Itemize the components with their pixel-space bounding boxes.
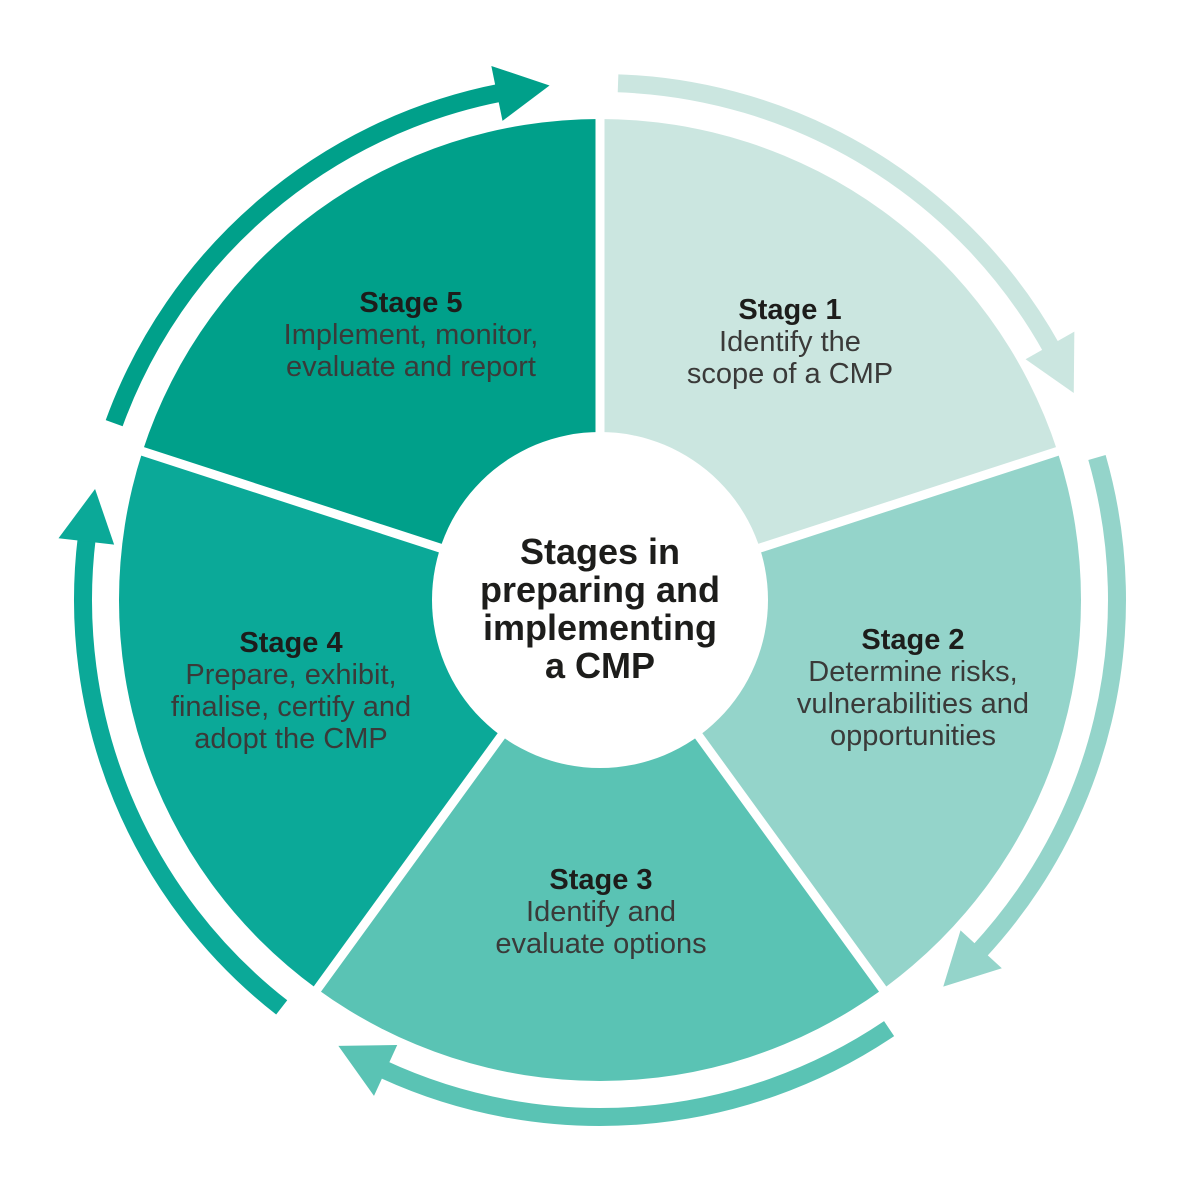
stage-5-label: Stage 5 Implement, monitor, evaluate and… [284,287,539,383]
stage-3-label: Stage 3 Identify and evaluate options [495,864,706,960]
stage-4-description-line: adopt the CMP [194,723,388,755]
stage-4-description-line: finalise, certify and [170,691,412,723]
slice-divider [678,710,890,997]
stage-1-description-line: scope of a CMP [686,358,894,390]
stage-1-arrow-head-icon [1025,331,1075,394]
stage-2-heading: Stage 2 [861,624,965,656]
stage-2-description-line: Determine risks, [808,656,1018,688]
diagram-title: Stages in preparing and implementing a C… [480,533,720,685]
stage-4-label: Stage 4 Prepare, exhibit, finalise, cert… [171,627,411,755]
title-line: Stages in [519,531,681,572]
stage-5-description-line: Implement, monitor, [283,319,539,351]
stage-3-flow-arrow [377,1021,895,1126]
stage-3-arrow-head-icon [338,1044,398,1096]
stage-4-description-line: Prepare, exhibit, [185,659,397,691]
stage-1-flow-arrow [617,74,1061,354]
title-line: preparing and [479,569,721,610]
slice-divider [731,445,1065,562]
stage-2-arrow-head-icon [943,930,1002,987]
title-line: implementing [482,607,718,648]
center-circle [432,432,768,768]
stage-2-label: Stage 2 Determine risks, vulnerabilities… [797,624,1029,752]
title-line: a CMP [544,645,656,686]
stage-2-flow-arrow [971,455,1126,959]
slice-divider [135,445,469,562]
stage-5-description-line: evaluate and report [286,351,536,383]
stage-4-heading: Stage 4 [239,627,343,659]
stage-2-description-line: vulnerabilities and [796,688,1030,720]
stage-5-heading: Stage 5 [359,287,463,319]
stage-3-slice [317,600,883,1081]
stage-1-heading: Stage 1 [738,294,842,326]
slice-divider [310,710,522,997]
stage-5-arrow-head-icon [491,65,550,121]
stage-3-description-line: evaluate options [495,928,707,960]
stage-4-arrow-head-icon [58,488,115,545]
stage-4-flow-arrow [74,535,288,1015]
stage-1-label: Stage 1 Identify the scope of a CMP [687,294,893,390]
stage-1-description-line: Identify the [719,326,861,358]
stage-5-flow-arrow [105,83,504,427]
stage-3-description-line: Identify and [526,896,676,928]
stage-3-heading: Stage 3 [549,864,653,896]
stage-2-description-line: opportunities [829,720,997,752]
